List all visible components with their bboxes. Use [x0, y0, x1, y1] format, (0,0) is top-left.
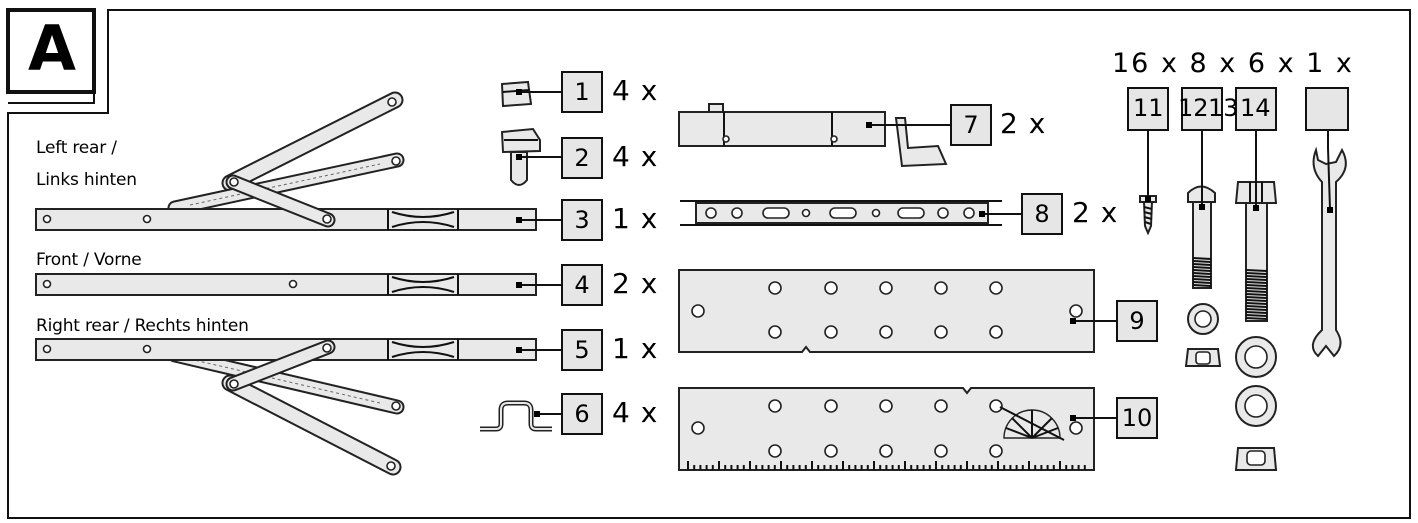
part-6-bracket: [480, 400, 552, 432]
right-rear-strut: [225, 339, 336, 392]
quantity-part-1: 4 x: [612, 74, 659, 107]
part-13-nut: [1184, 348, 1222, 367]
part-number-5: 5: [574, 336, 590, 364]
part-number-1: 1: [574, 78, 590, 106]
left-rear-brace-upper: [221, 91, 404, 192]
part-number-2: 2: [574, 144, 590, 172]
part-number-4: 4: [574, 271, 590, 299]
part-number-13: 13: [1208, 94, 1239, 122]
badge-offset-line: [8, 10, 95, 104]
part-number-14: 14: [1240, 94, 1271, 122]
part-number-7: 7: [963, 111, 979, 139]
label-left-rear-en: Left rear /: [36, 138, 117, 158]
label-front: Front / Vorne: [36, 250, 142, 270]
part-12-bolt: [1187, 185, 1216, 289]
part-13-washer: [1187, 303, 1219, 335]
right-rear-brace-lower: [221, 374, 402, 476]
quantity-part-2: 4 x: [612, 140, 659, 173]
quantity-part-8: 2 x: [1072, 196, 1119, 229]
part-number-3: 3: [574, 206, 590, 234]
part-10-ruler-plate: [678, 387, 1095, 471]
right-rear-brace-upper: [167, 347, 405, 415]
part-9-plate: [678, 269, 1095, 353]
part-number-10: 10: [1121, 404, 1153, 432]
hardware-quantities: 16 x 8 x 6 x 1 x: [1112, 48, 1354, 79]
protractor-mark: [999, 406, 1065, 441]
left-rear-brace-lower: [167, 152, 405, 216]
part-2-clamp: [500, 127, 541, 186]
label-left-rear-de: Links hinten: [36, 170, 137, 190]
leader-lines: [516, 89, 1333, 421]
quantity-part-5: 1 x: [612, 332, 659, 365]
label-right-rear: Right rear / Rechts hinten: [36, 316, 249, 336]
label-boxes: [561, 71, 1349, 439]
quantity-part-6: 4 x: [612, 396, 659, 429]
part-number-11: 11: [1133, 94, 1164, 122]
part-4-front-rail: [35, 273, 537, 296]
part-number-12: 12: [1178, 94, 1209, 122]
part-number-9: 9: [1129, 307, 1145, 335]
part-number-8: 8: [1034, 200, 1050, 228]
part-3-left-rear-rail: [35, 91, 537, 231]
part-5-right-rear-rail: [35, 338, 537, 476]
quantity-part-3: 1 x: [612, 202, 659, 235]
outer-frame: [7, 9, 1411, 519]
part-14-washer-2: [1235, 385, 1277, 427]
part-7-crank-housing: [678, 103, 948, 168]
part-8-perforated-strip: [680, 200, 1002, 226]
section-letter: A: [28, 12, 76, 85]
left-rear-strut: [225, 174, 336, 228]
part-14-nut: [1234, 447, 1278, 471]
part-number-6: 6: [574, 400, 590, 428]
quantity-part-7: 2 x: [1000, 107, 1047, 140]
wrench-tool: [1311, 146, 1347, 358]
quantity-part-4: 2 x: [612, 267, 659, 300]
part-14-washer-1: [1235, 336, 1277, 378]
